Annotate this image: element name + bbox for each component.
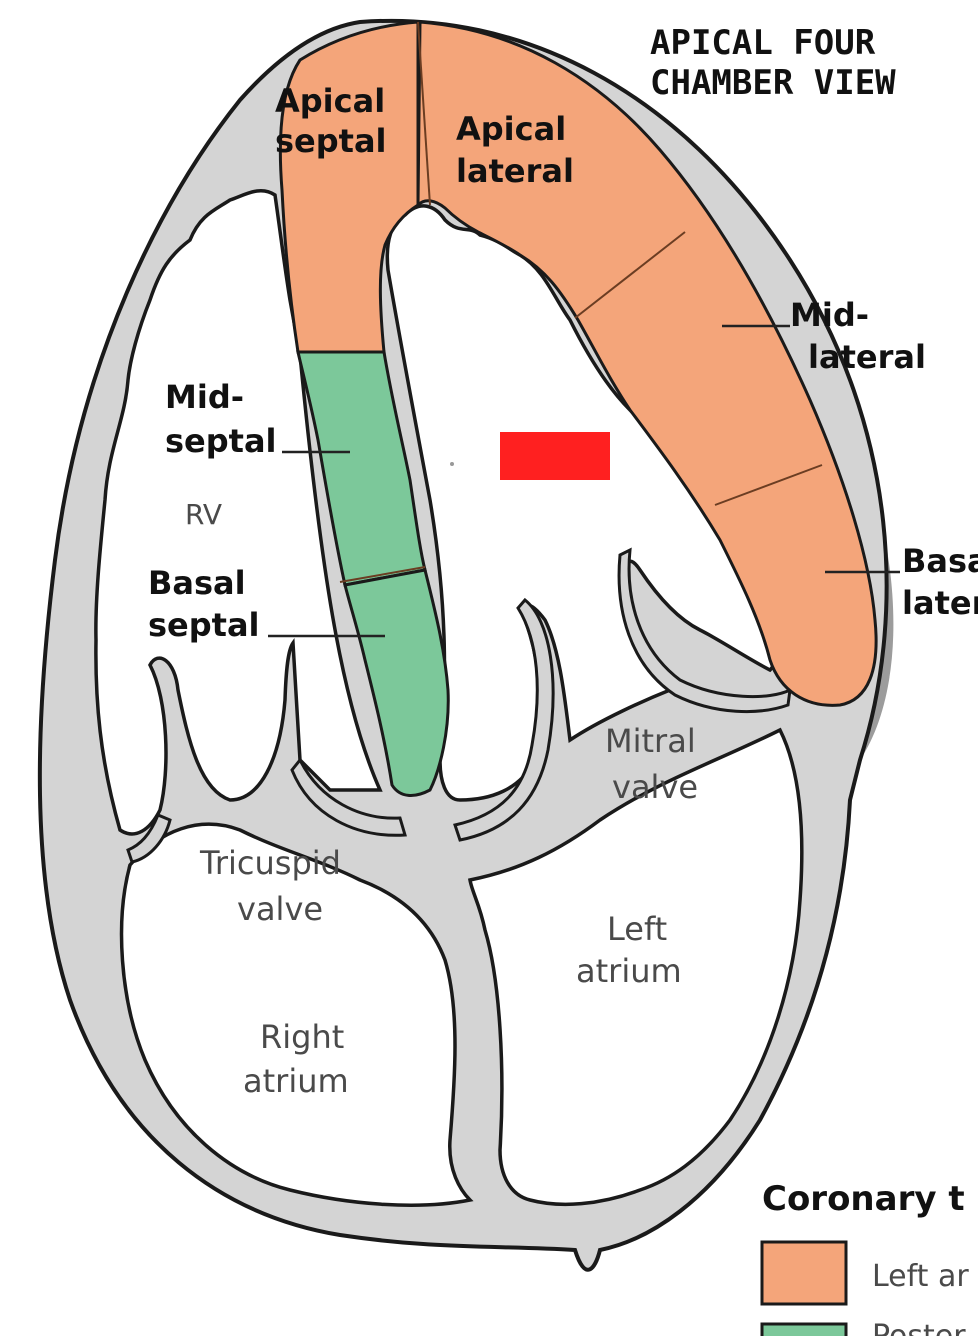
label-left-atrium-line1: Left: [607, 910, 667, 948]
label-mid-lateral-line2: lateral: [808, 338, 926, 376]
label-apical-lateral-line2: lateral: [456, 152, 574, 190]
label-apical-lateral-line1: Apical: [456, 110, 566, 148]
label-rv: RV: [185, 498, 222, 531]
legend-label-lad: Left ar: [872, 1259, 969, 1294]
view-title-line2: CHAMBER VIEW: [650, 63, 896, 103]
view-title-line1: APICAL FOUR: [650, 23, 876, 63]
label-mitral-line1: Mitral: [605, 722, 696, 760]
label-right-atrium-line2: atrium: [243, 1062, 349, 1100]
label-mid-septal-line1: Mid-: [165, 378, 244, 416]
legend-title: Coronary t: [762, 1179, 965, 1219]
label-tricuspid-line1: Tricuspid: [199, 844, 341, 882]
label-left-atrium-line2: atrium: [576, 952, 682, 990]
red-redaction-box: [500, 432, 610, 480]
label-right-atrium-line1: Right: [260, 1018, 344, 1056]
label-apical-septal-line1: Apical: [275, 82, 385, 120]
legend-label-posterior: Poster: [872, 1319, 966, 1336]
label-mitral-line2: valve: [612, 768, 698, 806]
label-tricuspid-line2: valve: [237, 890, 323, 928]
label-basal-lateral-line2: lateral: [902, 584, 978, 622]
label-basal-septal-line1: Basal: [148, 564, 246, 602]
label-basal-lateral-line1: Basal: [902, 542, 978, 580]
small-dot: [450, 462, 454, 466]
legend-swatch-lad: [762, 1242, 846, 1304]
label-mid-lateral-line1: Mid-: [790, 296, 869, 334]
label-basal-septal-line2: septal: [148, 606, 260, 644]
label-apical-septal-line2: septal: [275, 122, 387, 160]
label-mid-septal-line2: septal: [165, 422, 277, 460]
legend-swatch-posterior: [762, 1324, 846, 1336]
